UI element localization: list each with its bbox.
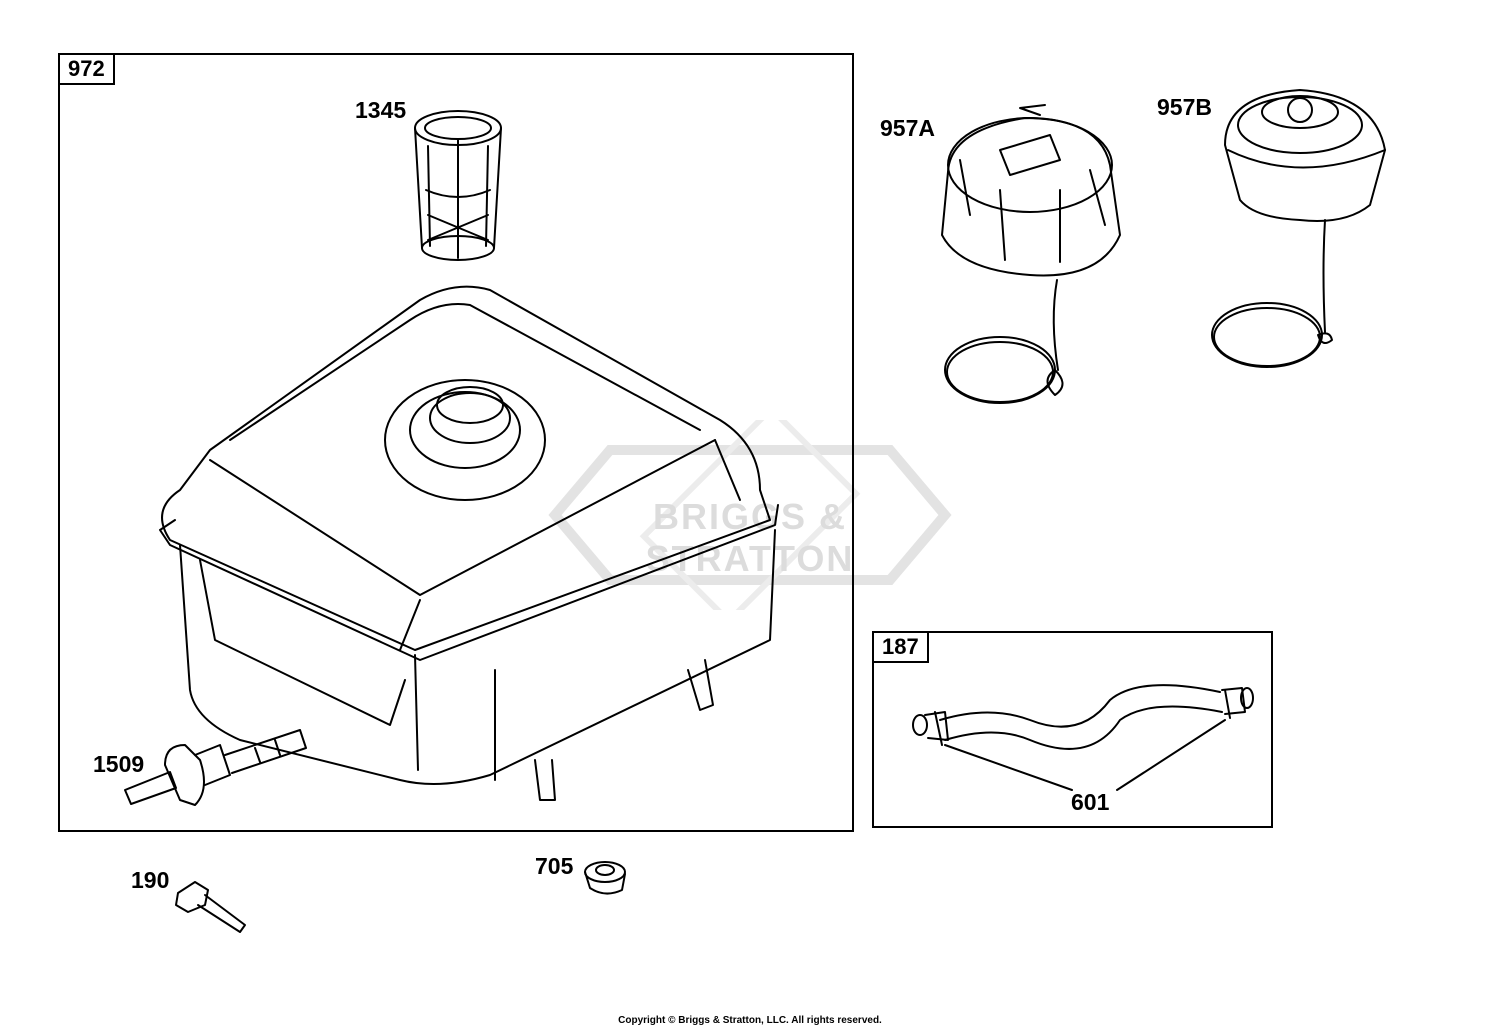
label-bolt: 190 (131, 867, 170, 893)
label-cap-b: 957B (1157, 94, 1212, 120)
label-strainer: 1345 (355, 97, 407, 123)
hose-assembly-box: 187 (872, 631, 1273, 828)
fuel-valve-illustration (124, 729, 307, 806)
label-fuel-valve: 1509 (93, 751, 145, 777)
bolt-illustration (175, 881, 246, 933)
watermark-logo (548, 420, 952, 610)
main-assembly-box: 972 (58, 53, 854, 832)
fuel-cap-b-illustration (1211, 89, 1386, 368)
strainer-illustration (414, 110, 502, 261)
fuel-hose-illustration (912, 684, 1254, 791)
label-cap-a: 957A (880, 115, 935, 141)
label-nut: 705 (535, 853, 574, 879)
hose-box-tag: 187 (874, 633, 929, 663)
watermark-text: BRIGGS & STRATTON (645, 496, 855, 579)
fuel-cap-a-illustration (941, 104, 1121, 404)
copyright-notice: Copyright © Briggs & Stratton, LLC. All … (618, 1015, 882, 1026)
nut-illustration (584, 861, 626, 895)
label-hose: 601 (1071, 789, 1110, 815)
main-box-tag: 972 (60, 55, 115, 85)
fuel-tank-illustration (159, 285, 779, 801)
